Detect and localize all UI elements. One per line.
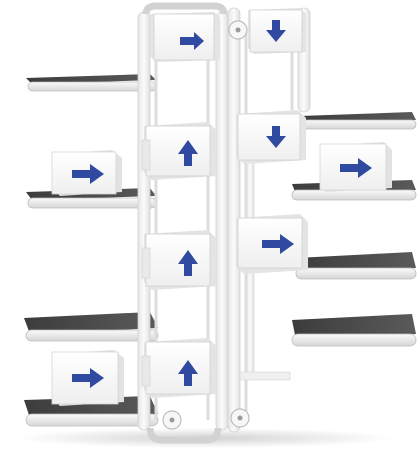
up-carrier-2 [142, 122, 216, 180]
right-shelf-3 [296, 252, 416, 279]
right-shelf-4 [292, 314, 416, 346]
right-shelf-1 [300, 112, 416, 129]
up-carrier-4 [142, 338, 216, 398]
up-carrier-3 [142, 230, 216, 290]
left-shelf-1 [26, 74, 156, 91]
